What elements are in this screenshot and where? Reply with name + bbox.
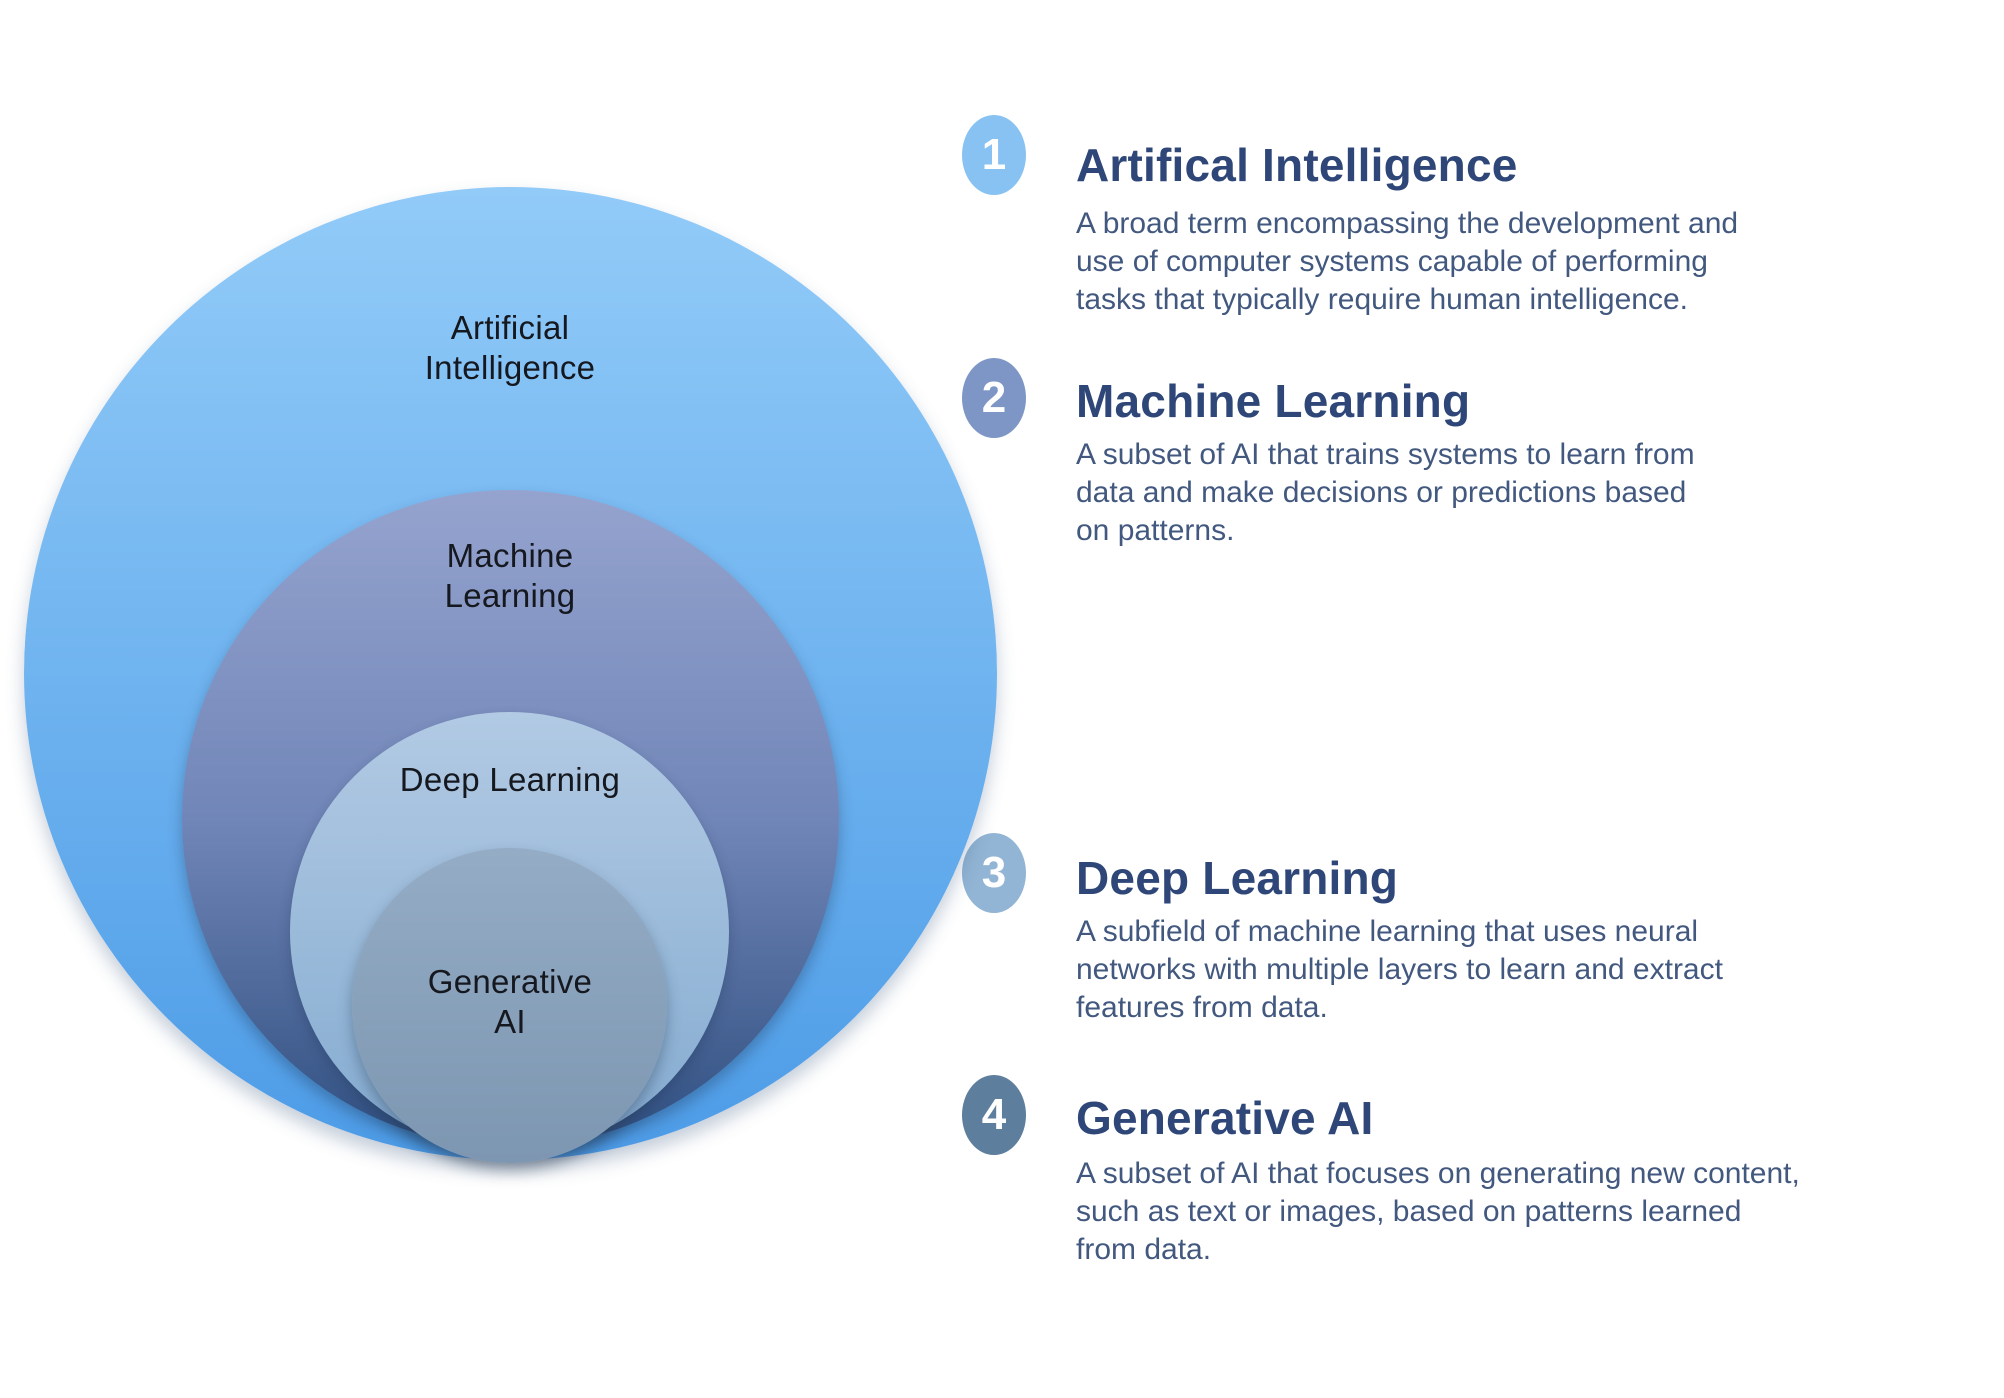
number-badge-2: 2 — [962, 358, 1026, 438]
item-description: A subset of AI that focuses on generatin… — [1076, 1157, 1800, 1266]
number-badge-1: 1 — [962, 115, 1026, 195]
circle-label-artificial-intelligence: Artificial Intelligence — [424, 309, 596, 386]
number-badge-4: 4 — [962, 1075, 1026, 1155]
circle-label-generative-ai: Generative AI — [427, 963, 593, 1040]
item-description: A subfield of machine learning that uses… — [1076, 915, 1723, 1024]
circle-generative-ai — [352, 848, 667, 1163]
circle-label-deep-learning: Deep Learning — [399, 761, 621, 798]
circle-label-machine-learning: Machine Learning — [444, 537, 576, 614]
item-title: Artifical Intelligence — [1076, 139, 1518, 191]
item-description: A subset of AI that trains systems to le… — [1076, 438, 1695, 547]
item-description: A broad term encompassing the developmen… — [1076, 207, 1739, 316]
number-badge-3: 3 — [962, 833, 1026, 913]
item-title: Deep Learning — [1076, 852, 1399, 904]
item-title: Machine Learning — [1076, 375, 1471, 427]
item-title: Generative AI — [1076, 1092, 1374, 1144]
